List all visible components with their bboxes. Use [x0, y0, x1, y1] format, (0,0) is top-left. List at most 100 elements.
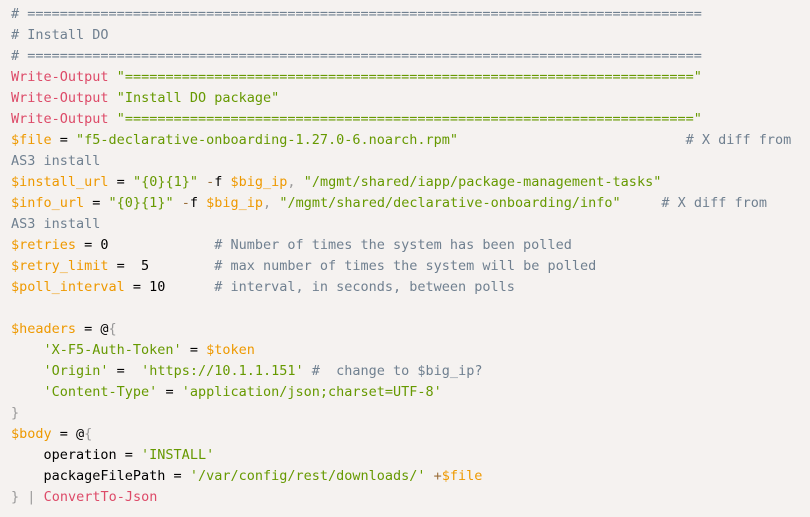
code-token-string: 'Content-Type': [43, 384, 158, 400]
code-token-comment: # Number of times the system has been po…: [214, 237, 572, 253]
code-token-operator: +: [433, 468, 442, 484]
code-token-comment: # change to $big_ip?: [311, 363, 483, 379]
code-token-plain: [11, 363, 44, 379]
code-line: packageFilePath = '/var/config/rest/down…: [11, 466, 810, 487]
code-line: operation = 'INSTALL': [11, 445, 810, 466]
code-line: # ======================================…: [11, 46, 810, 67]
code-line: $headers = @{: [11, 319, 810, 340]
code-line: $retry_limit = 5 # max number of times t…: [11, 256, 810, 277]
code-token-plain: [11, 384, 44, 400]
code-token-variable: $big_ip: [206, 195, 264, 211]
code-line: $body = @{: [11, 424, 810, 445]
code-token-plain: operation =: [11, 447, 142, 463]
code-line: # Install DO: [11, 25, 810, 46]
code-line: $install_url = "{0}{1}" -f $big_ip, "/mg…: [11, 172, 810, 193]
code-token-string: "=======================================…: [116, 111, 702, 127]
code-token-plain: [174, 195, 182, 211]
code-token-string: 'X-F5-Auth-Token': [43, 342, 182, 358]
code-token-plain: [11, 342, 44, 358]
code-token-plain: [621, 195, 662, 211]
code-token-plain: f: [189, 195, 207, 211]
code-line: $poll_interval = 10 # interval, in secon…: [11, 277, 810, 298]
code-token-variable: $token: [206, 342, 255, 358]
code-token-punctuation: ,: [287, 174, 296, 190]
code-token-variable: $poll_interval: [11, 279, 125, 295]
code-line: Write-Output "==========================…: [11, 109, 810, 130]
code-token-plain: = @: [51, 426, 85, 442]
code-token-variable: $body: [11, 426, 52, 442]
code-line: 'Content-Type' = 'application/json;chars…: [11, 382, 810, 403]
code-token-plain: [458, 132, 686, 148]
code-token-string: '/var/config/rest/downloads/': [189, 468, 426, 484]
code-line: }: [11, 403, 810, 424]
code-line: Write-Output "Install DO package": [11, 88, 810, 109]
code-token-comment: # X diff from: [661, 195, 767, 211]
code-token-operator: -: [206, 174, 215, 190]
code-token-comment: AS3 install: [11, 153, 101, 169]
code-token-plain: packageFilePath =: [11, 468, 190, 484]
code-token-string: 'INSTALL': [141, 447, 215, 463]
code-token-variable: $file: [441, 468, 483, 484]
code-line: $info_url = "{0}{1}" -f $big_ip, "/mgmt/…: [11, 193, 810, 214]
code-token-plain: [426, 468, 434, 484]
code-line: $retries = 0 # Number of times the syste…: [11, 235, 810, 256]
code-token-punctuation: {: [84, 426, 93, 442]
code-token-plain: [109, 90, 117, 106]
code-token-plain: =: [108, 363, 142, 379]
code-token-operator: -: [181, 195, 190, 211]
code-token-plain: = 10: [124, 279, 215, 295]
code-token-plain: = 5: [108, 258, 215, 274]
code-line: } | ConvertTo-Json: [11, 487, 810, 508]
code-line: 'Origin' = 'https://10.1.1.151' # change…: [11, 361, 810, 382]
code-token-comment: # Install DO: [11, 27, 109, 43]
code-token-plain: [198, 174, 206, 190]
code-line: AS3 install: [11, 151, 810, 172]
code-token-plain: [109, 69, 117, 85]
code-token-plain: [35, 489, 43, 505]
code-token-punctuation: |: [27, 489, 36, 505]
code-token-comment: # interval, in seconds, between polls: [214, 279, 515, 295]
code-token-variable: $file: [11, 132, 52, 148]
code-token-plain: = 0: [76, 237, 215, 253]
code-token-plain: =: [108, 174, 133, 190]
code-token-plain: = @: [76, 321, 109, 337]
code-token-plain: f: [214, 174, 231, 190]
code-token-punctuation: }: [11, 405, 20, 421]
code-token-string: "/mgmt/shared/iapp/package-management-ta…: [303, 174, 662, 190]
code-line: Write-Output "==========================…: [11, 67, 810, 88]
code-token-string: "=======================================…: [116, 69, 702, 85]
code-token-plain: =: [84, 195, 109, 211]
code-token-variable: $install_url: [11, 174, 109, 190]
code-token-string: 'Origin': [43, 363, 109, 379]
code-token-comment: # max number of times the system will be…: [214, 258, 597, 274]
code-token-comment: # ======================================…: [11, 6, 702, 22]
code-token-plain: [304, 363, 312, 379]
code-token-string: "/mgmt/shared/declarative-onboarding/inf…: [279, 195, 621, 211]
code-token-plain: [109, 111, 117, 127]
code-line: AS3 install: [11, 214, 810, 235]
code-token-function: Write-Output: [11, 90, 109, 106]
code-token-punctuation: }: [11, 489, 20, 505]
code-token-comment: AS3 install: [11, 216, 101, 232]
code-token-string: "{0}{1}": [132, 174, 198, 190]
code-token-plain: =: [157, 384, 182, 400]
code-token-punctuation: ,: [263, 195, 272, 211]
code-token-comment: # X diff from: [685, 132, 792, 148]
code-token-plain: =: [181, 342, 207, 358]
code-token-plain: =: [51, 132, 77, 148]
code-token-punctuation: {: [108, 321, 117, 337]
code-line: [11, 298, 810, 319]
code-token-function: Write-Output: [11, 111, 109, 127]
code-line: 'X-F5-Auth-Token' = $token: [11, 340, 810, 361]
code-token-variable: $retry_limit: [11, 258, 109, 274]
code-token-variable: $big_ip: [230, 174, 288, 190]
code-token-string: "{0}{1}": [108, 195, 174, 211]
code-line: # ======================================…: [11, 4, 810, 25]
code-token-function: Write-Output: [11, 69, 109, 85]
code-token-variable: $info_url: [11, 195, 85, 211]
code-token-variable: $headers: [11, 321, 77, 337]
code-token-string: 'https://10.1.1.151': [141, 363, 304, 379]
code-token-variable: $retries: [11, 237, 77, 253]
code-token-function: ConvertTo-Json: [43, 489, 158, 505]
